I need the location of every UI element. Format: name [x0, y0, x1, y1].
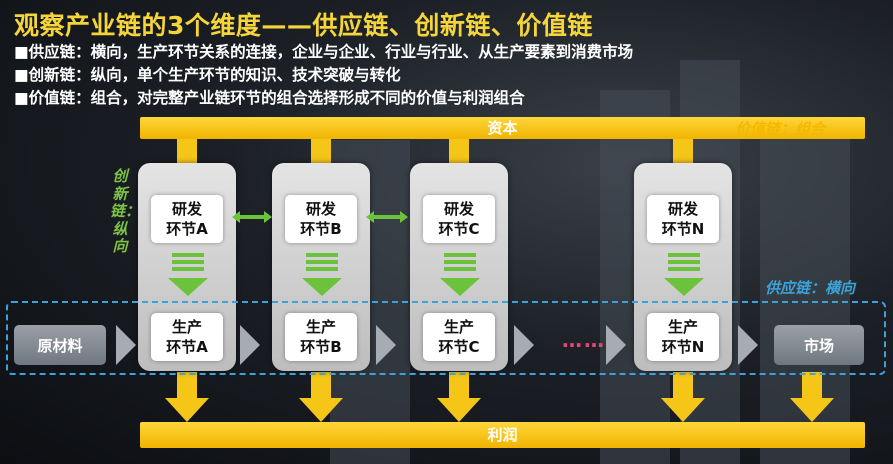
supply-chain-label: 供应链：横向	[765, 279, 856, 297]
supply-arrow-5	[606, 325, 626, 365]
raw-material-node: 原材料	[14, 325, 106, 365]
rd-box-label: 研发	[443, 200, 474, 218]
innovation-arrow-b	[302, 253, 342, 296]
supply-arrow-1	[116, 325, 136, 365]
rd-link-ab	[232, 211, 272, 223]
rd-box-label: 环节N	[661, 220, 705, 238]
profit-arrow-c	[437, 372, 481, 422]
supply-arrow-6	[738, 325, 758, 365]
rd-box-label: 研发	[667, 200, 698, 218]
production-box-b: 生产环节B	[285, 313, 357, 361]
bullet-supply-chain: ■供应链：横向，生产环节关系的连接，企业与企业、行业与行业、从生产要素到消费市场	[14, 43, 634, 61]
production-box-label: 生产	[667, 318, 698, 336]
rd-box-label: 环节B	[300, 220, 342, 238]
bullet-innovation-chain: ■创新链：纵向，单个生产环节的知识、技术突破与转化	[14, 66, 401, 84]
rd-box-n: 研发环节N	[647, 195, 719, 243]
page-title: 观察产业链的3个维度——供应链、创新链、价值链	[14, 11, 593, 40]
profit-arrow-a	[165, 372, 209, 422]
production-box-label: 环节C	[438, 338, 480, 356]
supply-arrow-2	[240, 325, 260, 365]
profit-arrow-b	[299, 372, 343, 422]
production-box-label: 环节N	[661, 338, 705, 356]
rd-box-a: 研发环节A	[151, 195, 223, 243]
supply-arrow-3	[376, 325, 396, 365]
rd-box-c: 研发环节C	[423, 195, 495, 243]
innovation-arrow-c	[440, 253, 480, 296]
profit-arrow-n	[661, 372, 705, 422]
production-box-c: 生产环节C	[423, 313, 495, 361]
supply-chain-frame	[6, 301, 886, 375]
capital-bar: 资本	[140, 117, 865, 139]
supply-arrow-4	[514, 325, 534, 365]
capital-arrow-n	[673, 139, 693, 163]
profit-bar: 利润	[140, 422, 865, 448]
value-chain-label: 价值链：组合	[735, 120, 826, 138]
rd-box-label: 研发	[171, 200, 202, 218]
production-box-label: 生产	[305, 318, 336, 336]
capital-arrow-b	[311, 139, 331, 163]
market-node: 市场	[774, 325, 864, 365]
capital-arrow-a	[177, 139, 197, 163]
innovation-arrow-n	[664, 253, 704, 296]
bullet-value-chain: ■价值链：组合，对完整产业链环节的组合选择形成不同的价值与利润组合	[14, 89, 525, 107]
rd-link-bc	[366, 211, 408, 223]
capital-arrow-c	[449, 139, 469, 163]
production-box-label: 生产	[171, 318, 202, 336]
rd-box-label: 研发	[305, 200, 336, 218]
production-box-a: 生产环节A	[151, 313, 223, 361]
production-box-label: 环节B	[300, 338, 342, 356]
rd-box-label: 环节C	[438, 220, 480, 238]
rd-box-label: 环节A	[166, 220, 208, 238]
production-box-label: 生产	[443, 318, 474, 336]
innovation-arrow-a	[168, 253, 208, 296]
production-box-n: 生产环节N	[647, 313, 719, 361]
production-box-label: 环节A	[166, 338, 208, 356]
profit-arrow-market	[790, 372, 834, 422]
rd-box-b: 研发环节B	[285, 195, 357, 243]
ellipsis: ……	[562, 328, 606, 352]
